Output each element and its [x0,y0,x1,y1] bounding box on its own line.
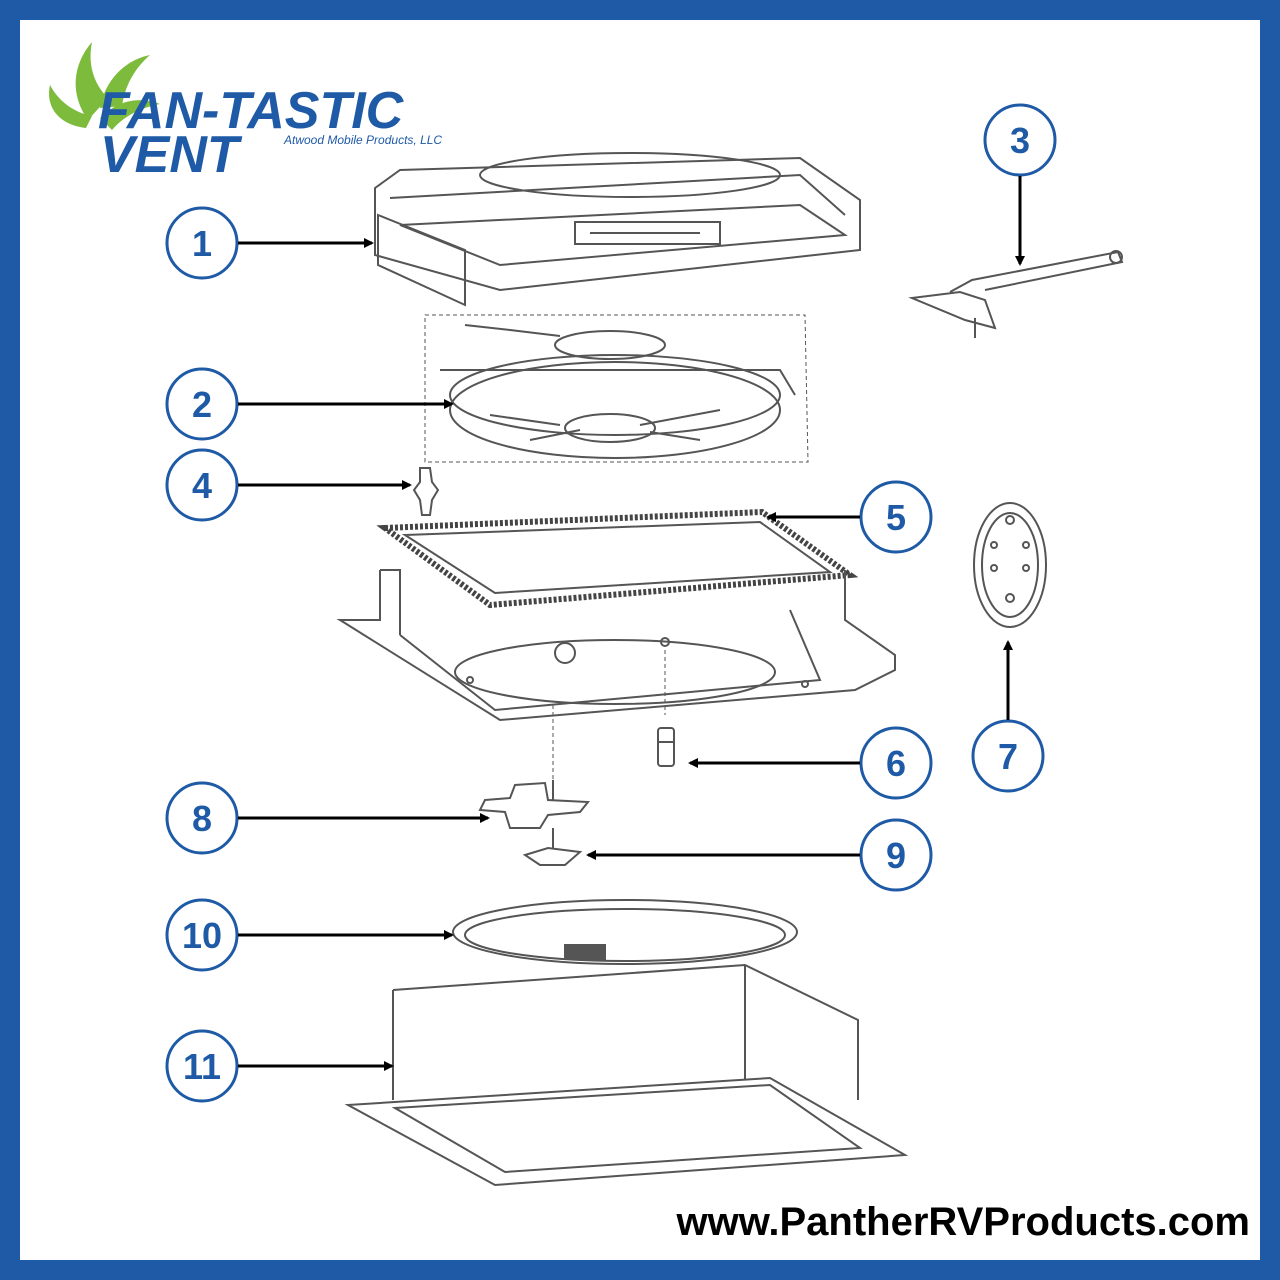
part-garnish-trim [344,963,909,1187]
callout-1: 1 [165,206,374,280]
part-knob [522,828,583,866]
callout-number: 2 [192,384,212,425]
callout-3: 3 [983,103,1057,266]
callout-2: 2 [165,367,454,441]
callout-circle [165,1029,239,1103]
callout-11: 11 [165,1029,394,1103]
callout-circle [165,448,239,522]
callout-8: 8 [165,781,490,855]
part-gasket [376,508,859,609]
callout-number: 4 [192,465,212,506]
callout-10: 10 [165,898,454,972]
brand-name-line1: FAN-TASTIC [98,82,405,140]
part-lift-arm [908,250,1124,338]
part-ceiling-ring [452,899,798,965]
part-screw [412,467,440,516]
callout-number: 9 [886,835,906,876]
callout-5: 5 [766,480,933,554]
callout-9: 9 [586,818,933,892]
callout-number: 5 [886,497,906,538]
brand-company: Atwood Mobile Products, LLC [283,133,442,147]
part-remote-control [973,502,1047,628]
fan-swirl-icon [49,42,160,130]
callout-circle [165,367,239,441]
part-motor [478,780,591,829]
part-fan-assembly [424,314,809,463]
callout-number: 11 [183,1046,221,1087]
part-switch [657,727,675,767]
callout-number: 10 [182,915,222,956]
callout-number: 7 [998,736,1018,777]
callout-number: 8 [192,798,212,839]
callout-circle [859,480,933,554]
callout-circle [165,206,239,280]
callout-number: 3 [1010,120,1030,161]
part-gasket-inner [401,520,833,595]
website-url: www.PantherRVProducts.com [676,1200,1250,1244]
brand-name-line2: VENT [100,126,243,184]
callout-circle [165,781,239,855]
assembly-guide-lines [552,650,666,780]
callout-number: 6 [886,743,906,784]
callout-circle [971,719,1045,793]
part-lid-assembly [374,152,861,307]
callout-7: 7 [971,640,1045,793]
callout-6: 6 [688,726,933,800]
fantastic-vent-logo: FAN-TASTIC VENT Atwood Mobile Products, … [49,42,442,184]
callout-circle [859,818,933,892]
callout-4: 4 [165,448,412,522]
callout-number: 1 [192,223,212,264]
callout-circle [165,898,239,972]
part-base-frame [336,569,896,722]
callout-circle [859,726,933,800]
callout-circle [983,103,1057,177]
